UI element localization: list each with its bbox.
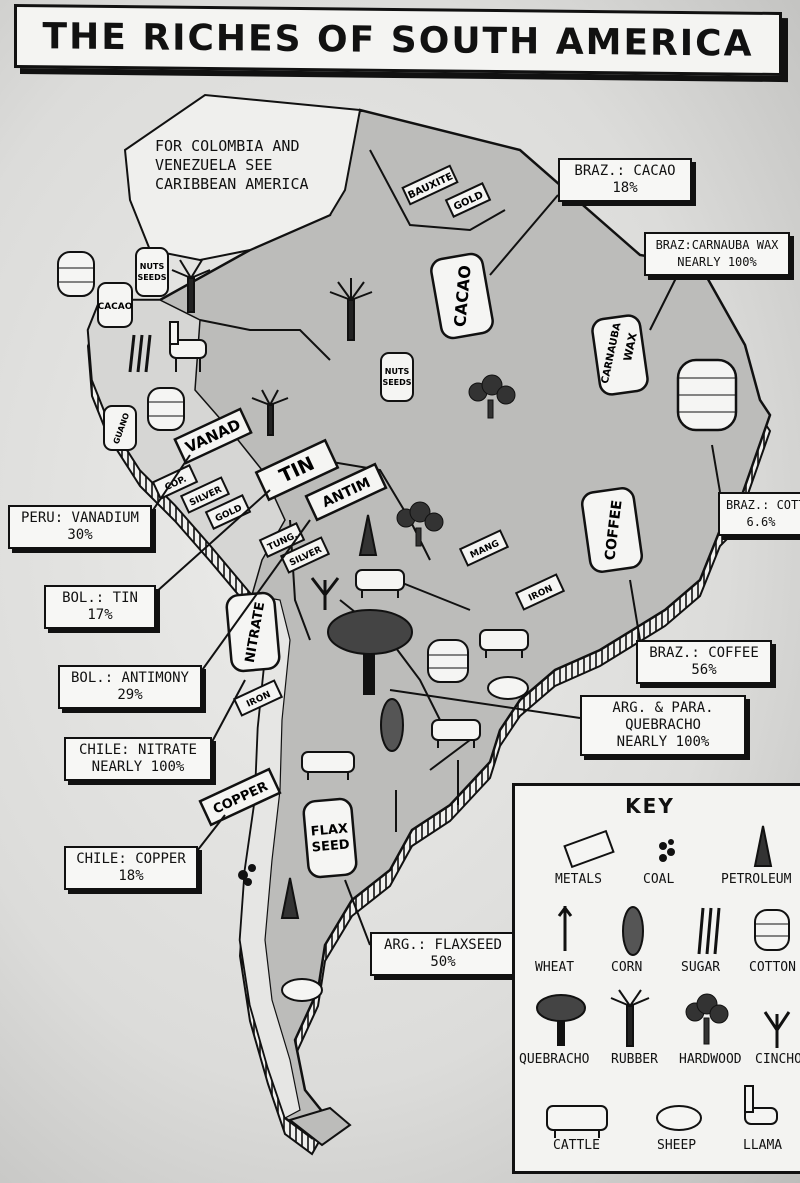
hardwood-tree-icon xyxy=(468,374,516,419)
coal-icon xyxy=(659,839,675,862)
cattle-icon-4 xyxy=(301,751,355,780)
callout-braz-cotton: BRAZ.: COTTON6.6% xyxy=(718,492,800,536)
key-label-quebracho: QUEBRACHO xyxy=(519,1052,590,1067)
key-label-rubber: RUBBER xyxy=(611,1052,658,1067)
sheep-icon xyxy=(487,676,529,700)
hardwood-tree-icon-2 xyxy=(396,501,444,547)
map-key: KEY METALS COAL PETROLEUM WHEAT CORN SUG… xyxy=(512,783,800,1174)
key-label-corn: CORN xyxy=(611,960,643,975)
colombia-venezuela-region xyxy=(123,93,362,262)
nuts-seeds-ec-bag: NUTS SEEDS xyxy=(135,247,169,297)
cotton-bale-brazil xyxy=(676,358,738,432)
sheep-icon xyxy=(656,1105,702,1131)
cacao-ec-bag: CACAO xyxy=(97,282,133,328)
cacao-ec-label: CACAO xyxy=(98,302,133,312)
petroleum-derrick-icon-2 xyxy=(280,877,300,919)
coffee-bag: COFFEE xyxy=(580,487,644,573)
guano-bag: GUANO xyxy=(103,405,137,451)
cotton-bale-ec xyxy=(57,251,95,297)
key-label-sugar: SUGAR xyxy=(681,960,721,975)
cacao-bag: CACAO xyxy=(430,252,494,340)
cattle-icon-2 xyxy=(479,629,529,658)
wax-label: WAX xyxy=(621,331,640,362)
corn-icon xyxy=(380,698,404,752)
wheat-icon xyxy=(395,760,459,832)
seed-label: SEED xyxy=(311,837,350,855)
cinchona-icon xyxy=(310,577,340,610)
copper-ingot: COPPER xyxy=(198,767,282,827)
key-label-hardwood: HARDWOOD xyxy=(679,1052,742,1067)
flax-bag: FLAXSEED xyxy=(302,797,358,879)
seeds-br-label: SEEDS xyxy=(382,378,411,387)
key-label-coal: COAL xyxy=(643,872,675,887)
key-label-wheat: WHEAT xyxy=(535,960,575,975)
petroleum-icon xyxy=(753,825,773,867)
gold-north-ingot: GOLD xyxy=(444,182,492,218)
cinchona-icon xyxy=(763,1011,791,1048)
key-label-cotton: COTTON xyxy=(749,960,796,975)
coffee-bag-label: COFFEE xyxy=(602,499,625,561)
cattle-icon-3 xyxy=(431,719,481,748)
iron-chile-ingot: IRON xyxy=(232,679,284,717)
cotton-icon xyxy=(754,909,790,951)
cop-ingot: COP. xyxy=(151,464,199,500)
key-label-metals: METALS xyxy=(555,872,602,887)
llama-icon xyxy=(169,321,207,372)
corn-icon xyxy=(622,906,644,956)
mang-ingot: MANG xyxy=(458,529,510,567)
quebracho-tree-icon xyxy=(327,609,413,695)
llama-icon xyxy=(744,1085,778,1125)
key-icons xyxy=(536,825,791,1138)
nuts-seeds-br-bag: NUTS SEEDS xyxy=(380,352,414,402)
coal-icon xyxy=(238,864,256,886)
tierra-del-fuego xyxy=(287,1106,352,1147)
sugar-icon xyxy=(697,907,721,955)
caribbean-note: FOR COLOMBIA AND VENEZUELA SEE CARIBBEAN… xyxy=(155,137,309,193)
iron-brazil-ingot: IRON xyxy=(514,573,566,611)
petroleum-derrick-icon xyxy=(358,514,378,556)
key-label-cattle: CATTLE xyxy=(553,1138,600,1153)
flax-label: FLAX xyxy=(310,821,348,839)
key-label-llama: LLAMA xyxy=(743,1138,783,1153)
nuts-br-label: NUTS xyxy=(385,367,410,376)
metals-icon xyxy=(563,829,615,869)
sugar-cane-icon xyxy=(128,334,152,373)
nitrate-bag: NITRATE xyxy=(225,591,281,673)
key-title: KEY xyxy=(625,794,675,818)
key-label-petroleum: PETROLEUM xyxy=(721,872,792,887)
nuts-ec-label: NUTS xyxy=(140,262,165,271)
key-label-sheep: SHEEP xyxy=(657,1138,697,1153)
cattle-icon xyxy=(546,1105,608,1138)
hardwood-icon xyxy=(685,993,729,1045)
key-label-cinchona: CINCHONA xyxy=(755,1052,800,1067)
rubber-palm-icon-2 xyxy=(171,259,211,313)
quebracho-icon xyxy=(536,994,586,1046)
sheep-icon-2 xyxy=(281,978,323,1002)
cotton-bale-para xyxy=(427,639,469,683)
rubber-icon xyxy=(610,989,650,1047)
vanad-ingot: VANAD xyxy=(173,407,253,465)
cattle-icon xyxy=(355,569,405,598)
wheat-icon xyxy=(557,906,573,951)
cotton-bale-peru xyxy=(147,387,185,431)
gold-peru-ingot: GOLD xyxy=(204,494,252,530)
rubber-palm-icon xyxy=(329,278,373,341)
rubber-palm-icon-3 xyxy=(251,389,289,436)
seeds-ec-label: SEEDS xyxy=(137,273,166,282)
